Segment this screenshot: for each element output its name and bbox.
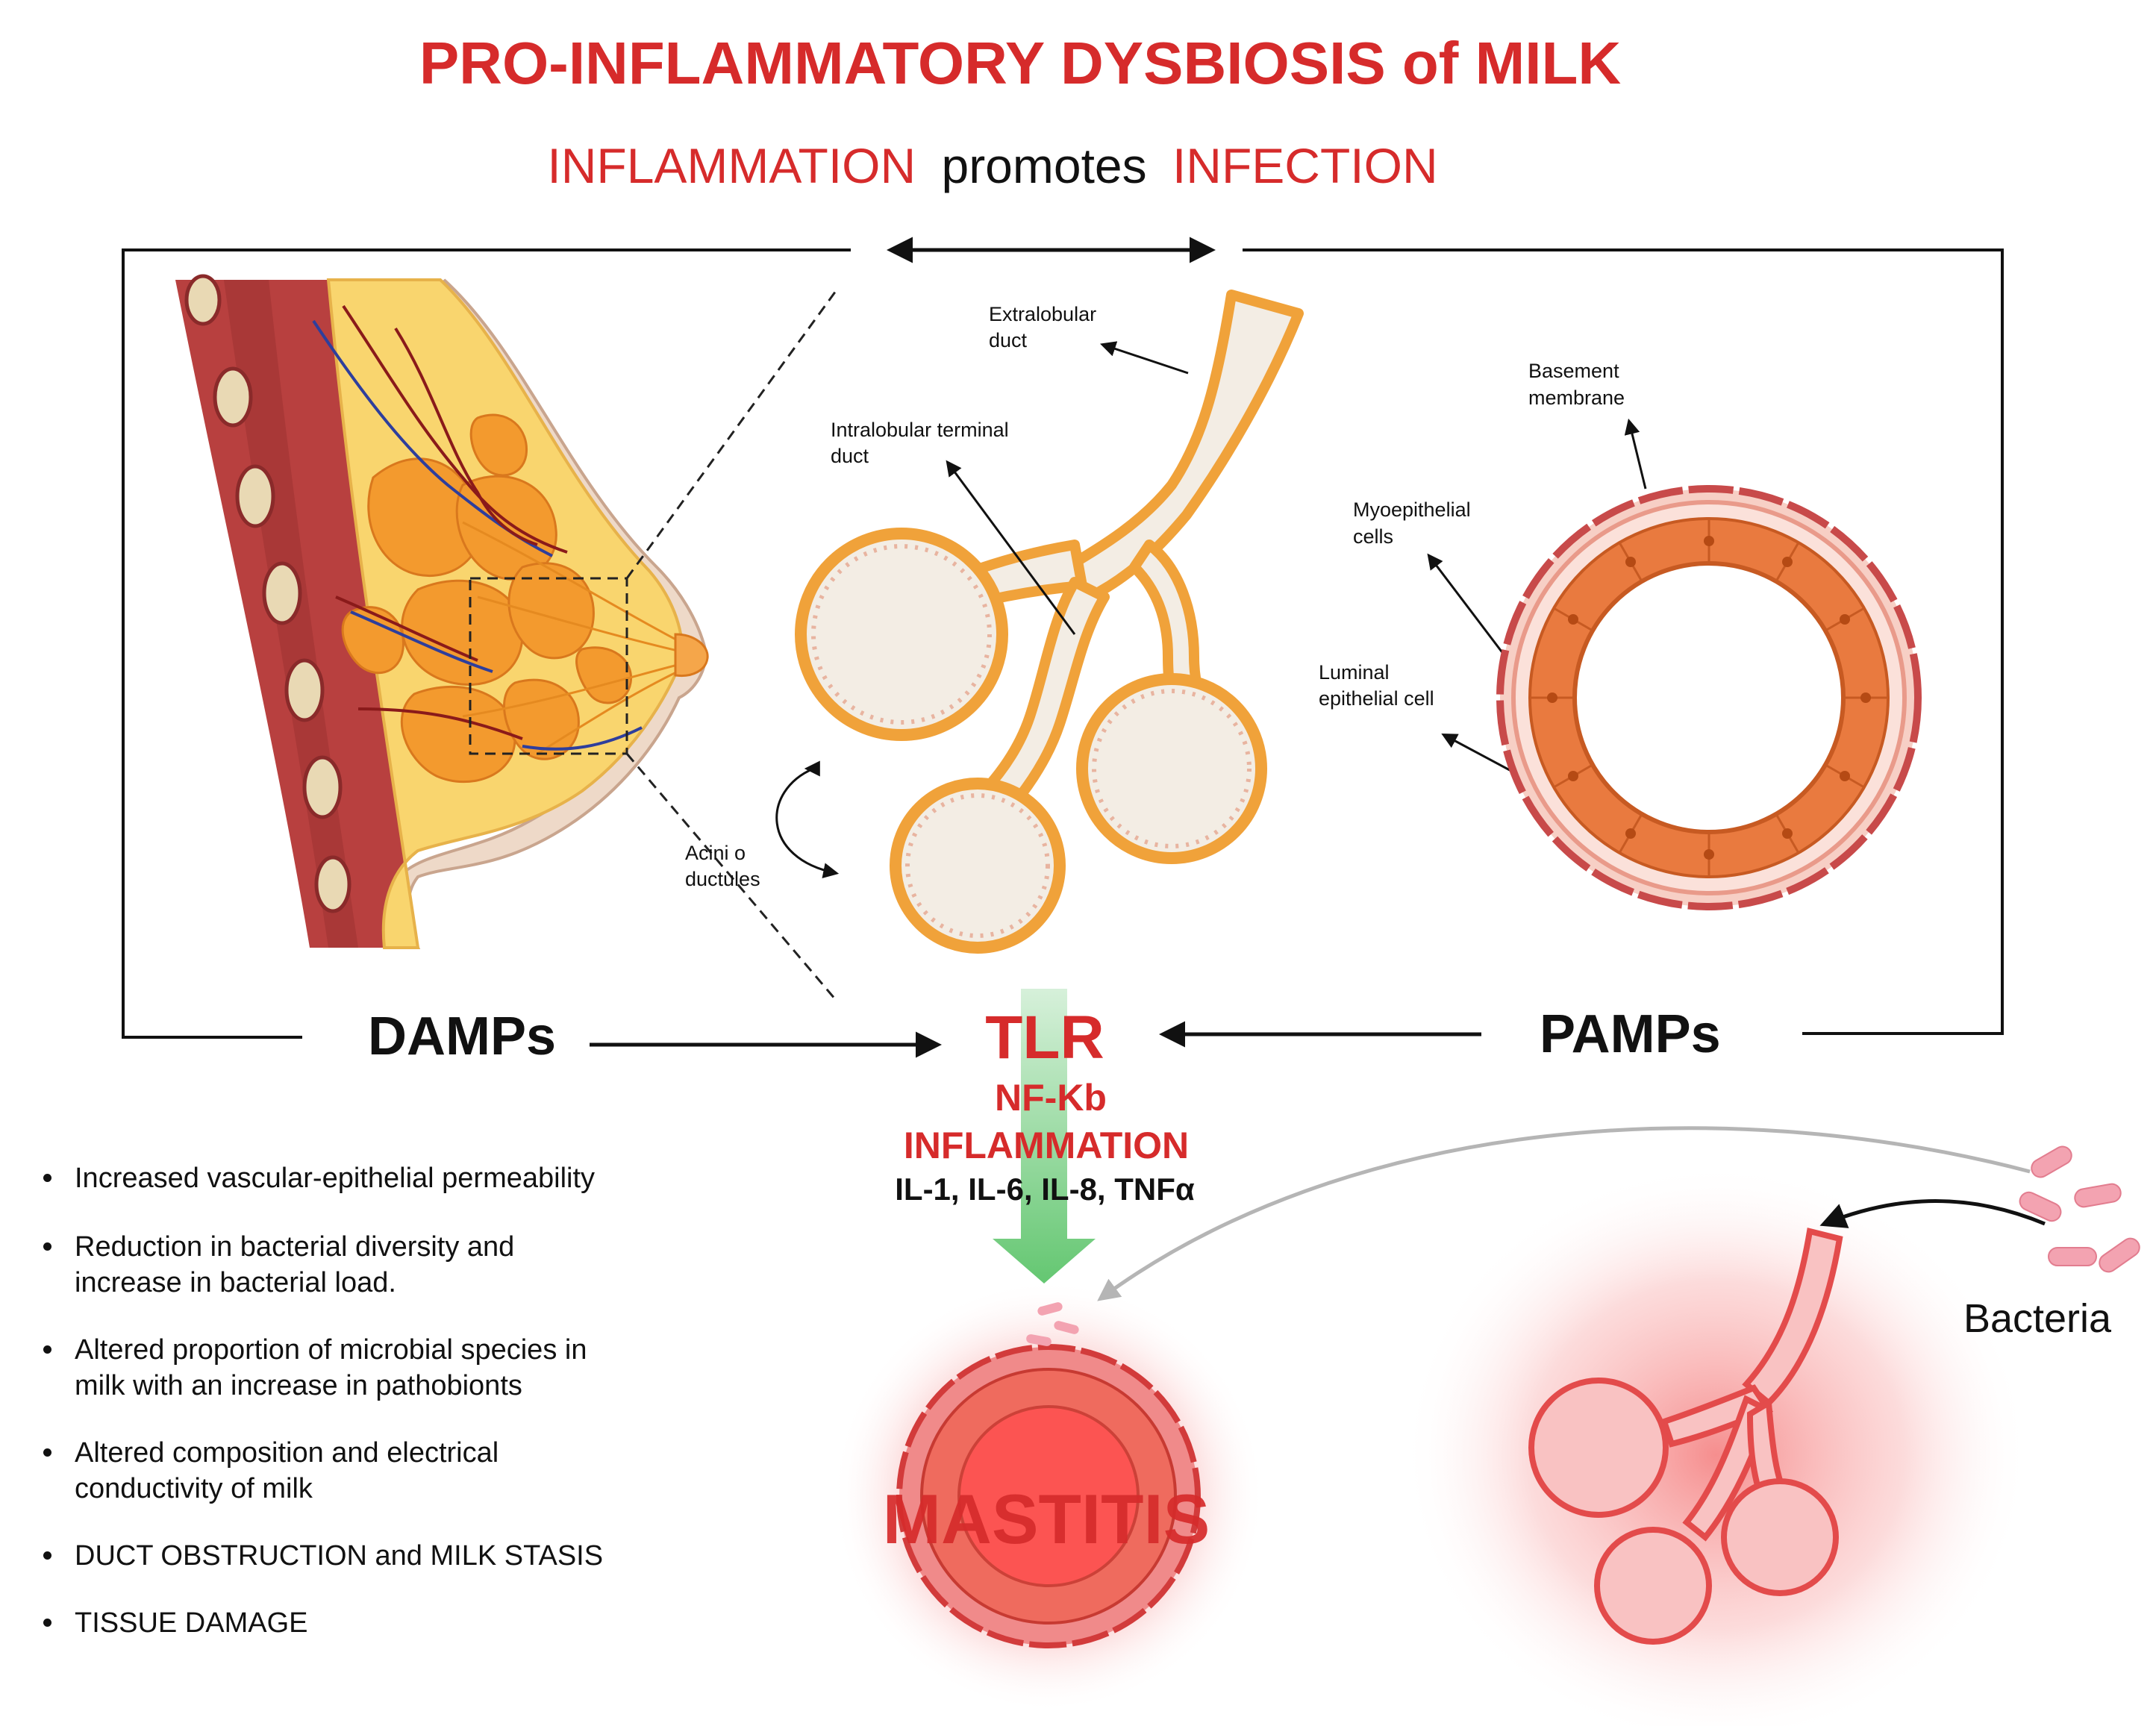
effect-text-2: increase in bacterial load. bbox=[75, 1267, 396, 1298]
duct-cross-section bbox=[1496, 485, 1922, 910]
blood-vessels bbox=[312, 304, 643, 751]
cytokines-label: IL-1, IL-6, IL-8, TNFα bbox=[895, 1172, 1195, 1207]
bacteria-cluster bbox=[2019, 1145, 2140, 1273]
label-luminal: Luminal bbox=[1319, 661, 1390, 684]
green-flow-arrow bbox=[993, 989, 1096, 1283]
effect-text-2: milk with an increase in pathobionts bbox=[75, 1370, 522, 1401]
frame-lines bbox=[122, 248, 2004, 1039]
ribs bbox=[184, 274, 351, 913]
label-myoepithelial: Myoepithelial bbox=[1353, 498, 1471, 521]
anatomy-labels: Extralobular duct Intralobular terminal … bbox=[685, 303, 1625, 890]
subtitle-inflammation: INFLAMMATION bbox=[547, 138, 916, 193]
label-extralobular: Extralobular bbox=[989, 303, 1096, 325]
effect-item: Altered proportion of microbial species … bbox=[39, 1332, 710, 1404]
bacteria-label: Bacteria bbox=[1963, 1296, 2112, 1341]
effect-text: Altered proportion of microbial species … bbox=[75, 1334, 587, 1366]
bacteria-entry-arrow bbox=[1819, 1199, 2046, 1228]
effect-item: Reduction in bacterial diversity and incr… bbox=[39, 1229, 710, 1301]
label-basement-2: membrane bbox=[1528, 387, 1625, 409]
label-basement: Basement bbox=[1528, 360, 1619, 382]
pamps-label: PAMPs bbox=[1540, 1004, 1721, 1064]
label-acini: Acini o bbox=[685, 842, 746, 864]
effect-text: TISSUE DAMAGE bbox=[75, 1607, 308, 1639]
label-myoepithelial-2: cells bbox=[1353, 525, 1393, 548]
breast-illustration bbox=[175, 274, 837, 1001]
mastitis-label: MASTITIS bbox=[883, 1480, 1210, 1558]
effect-text: DUCT OBSTRUCTION and MILK STASIS bbox=[75, 1540, 604, 1572]
inflammation-label: INFLAMMATION bbox=[904, 1125, 1189, 1166]
infected-lobule bbox=[1403, 1164, 2046, 1726]
effect-text: Reduction in bacterial diversity and bbox=[75, 1231, 515, 1263]
bacteria-to-mastitis-arrow bbox=[1097, 1126, 2031, 1301]
acini bbox=[795, 528, 1267, 954]
label-luminal-2: epithelial cell bbox=[1319, 687, 1434, 710]
damps-label: DAMPs bbox=[368, 1007, 556, 1066]
label-intralobular: Intralobular terminal bbox=[831, 419, 1009, 441]
subtitle-infection: INFECTION bbox=[1172, 138, 1438, 193]
tlr-label: TLR bbox=[985, 1004, 1104, 1072]
label-intralobular-2: duct bbox=[831, 445, 869, 467]
main-title: PRO-INFLAMMATORY DYSBIOSIS of MILK bbox=[419, 30, 1622, 96]
effect-text: Increased vascular-epithelial permeabili… bbox=[75, 1163, 596, 1194]
mastitis-illustration: MASTITIS bbox=[832, 1280, 1265, 1713]
effect-item: DUCT OBSTRUCTION and MILK STASIS bbox=[39, 1538, 710, 1574]
zoom-box bbox=[469, 577, 628, 755]
effect-text: Altered composition and electrical bbox=[75, 1437, 499, 1469]
effect-item: Altered composition and electrical conduc… bbox=[39, 1435, 710, 1507]
label-acini-2: ductules bbox=[685, 868, 760, 890]
pathway: DAMPs PAMPs TLR NF-Kb INFLAMMATION IL-1,… bbox=[368, 989, 1721, 1283]
subtitle-promotes: promotes bbox=[942, 138, 1147, 193]
effect-item: TISSUE DAMAGE bbox=[39, 1605, 710, 1641]
effect-text-2: conductivity of milk bbox=[75, 1473, 313, 1504]
effects-list: Increased vascular-epithelial permeabili… bbox=[39, 1160, 710, 1672]
nfkb-label: NF-Kb bbox=[995, 1077, 1107, 1119]
effect-item: Increased vascular-epithelial permeabili… bbox=[39, 1160, 710, 1196]
label-extralobular-2: duct bbox=[989, 329, 1028, 351]
subtitle: INFLAMMATION promotes INFECTION bbox=[547, 138, 1437, 193]
lobule-tree bbox=[795, 290, 1304, 954]
